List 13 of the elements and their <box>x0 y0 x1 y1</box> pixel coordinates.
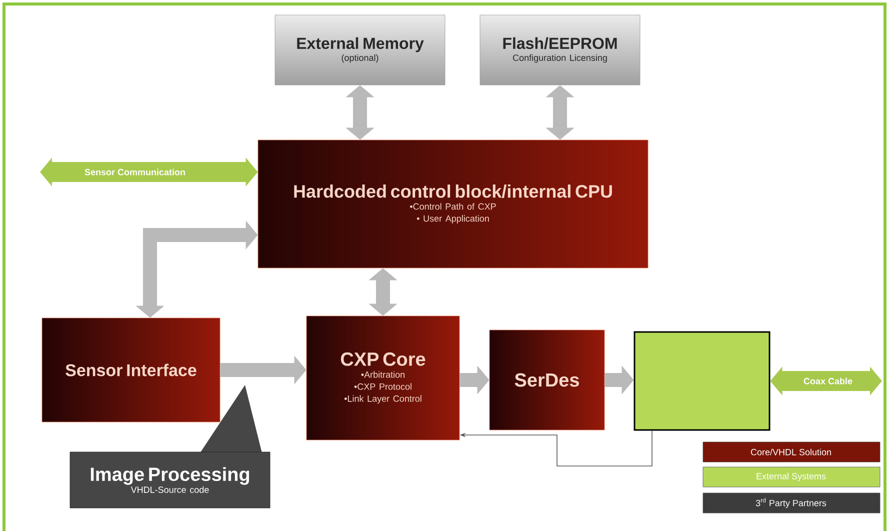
chip-block <box>634 331 770 431</box>
edge-label: Sensor Communication <box>84 168 186 176</box>
edge-label: Coax Cable <box>802 376 854 386</box>
callout-box: Image Processing VHDL-Source code <box>70 385 270 508</box>
legend-item: External Systems <box>702 466 880 488</box>
cpu-block: Hardcoded control block/internal CPU •Control Path of CXP • User Application <box>258 140 648 268</box>
memory-box: Flash/EEPROM Configuration Licensing <box>480 14 640 86</box>
legend-item: Core/VHDL Solution <box>702 442 880 462</box>
serdes-block: SerDes <box>489 330 605 430</box>
core-block: CXP Core •Arbitration •CXP Protocol •Link Layer Control <box>306 316 460 440</box>
legend-item: 3$^{rd}$ Party Partners <box>702 492 880 514</box>
interface-block: Sensor Interface <box>42 318 220 422</box>
memory-box: External Memory (optional) <box>274 14 446 86</box>
